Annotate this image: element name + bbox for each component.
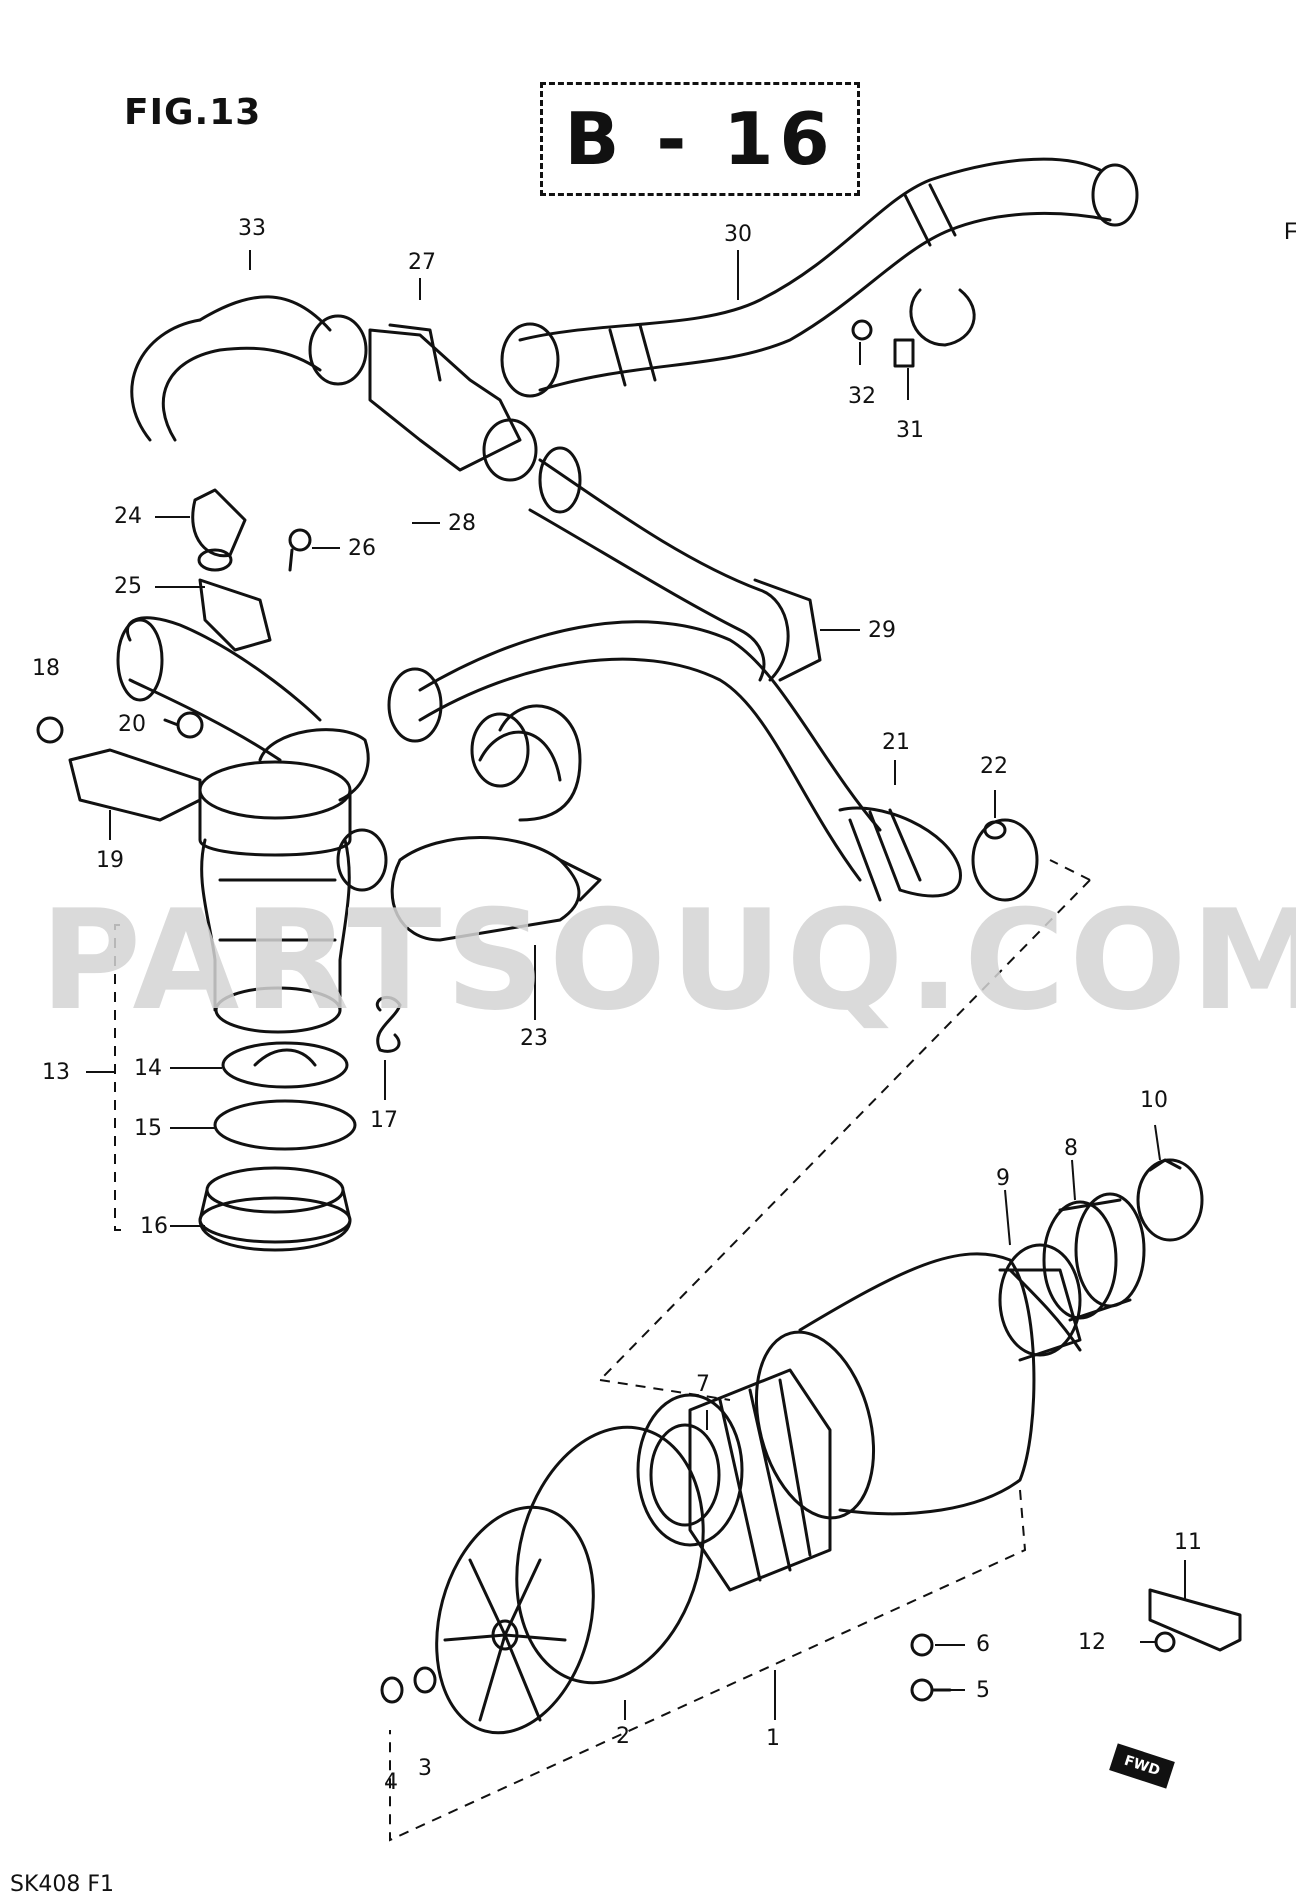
leader-9 <box>1004 1189 1011 1246</box>
hose-21 <box>387 620 962 902</box>
nut-6 <box>910 1633 934 1657</box>
part-number-2[interactable]: 2 <box>616 1724 630 1749</box>
part-number-25[interactable]: 25 <box>114 574 142 599</box>
clamp-22 <box>971 818 1039 902</box>
part-number-3[interactable]: 3 <box>418 1756 432 1781</box>
part-number-27[interactable]: 27 <box>408 250 436 275</box>
clamp-31 <box>851 288 976 368</box>
part-number-28[interactable]: 28 <box>448 511 476 536</box>
part-number-23[interactable]: 23 <box>520 1026 548 1051</box>
part-number-8[interactable]: 8 <box>1064 1136 1078 1161</box>
part-number-24[interactable]: 24 <box>114 504 142 529</box>
part-number-11[interactable]: 11 <box>1174 1530 1202 1555</box>
part-number-13[interactable]: 13 <box>42 1060 70 1085</box>
bracket-19 <box>68 748 202 822</box>
hose-upper-left <box>116 616 322 762</box>
outlet-9 <box>998 1243 1082 1362</box>
part-number-33[interactable]: 33 <box>238 216 266 241</box>
part-number-10[interactable]: 10 <box>1140 1088 1168 1113</box>
bracket-25 <box>198 578 272 652</box>
gasket-2 <box>515 1425 705 1685</box>
screw-12 <box>1154 1631 1176 1653</box>
part-number-22[interactable]: 22 <box>980 754 1008 779</box>
part-number-26[interactable]: 26 <box>348 536 376 561</box>
part-number-5[interactable]: 5 <box>976 1678 990 1703</box>
bolt-26 <box>288 528 312 572</box>
drawing-code: SK408 F1 <box>10 1872 115 1897</box>
part-number-4[interactable]: 4 <box>384 1770 398 1795</box>
part-number-20[interactable]: 20 <box>118 712 146 737</box>
screw-18 <box>36 716 64 744</box>
dash-filter-to-hose <box>599 879 1091 1381</box>
part-number-31[interactable]: 31 <box>896 418 924 443</box>
part-number-32[interactable]: 32 <box>848 384 876 409</box>
air-cleaner-body <box>754 1252 1082 1520</box>
dash-element-ref <box>599 1379 731 1401</box>
part-number-19[interactable]: 19 <box>96 848 124 873</box>
dash-filter-to-hose-2 <box>1049 859 1091 881</box>
bolt-20 <box>163 711 204 739</box>
figure-title: FIG.13 <box>124 92 262 133</box>
part-number-16[interactable]: 16 <box>140 1214 168 1239</box>
element-7 <box>636 1368 832 1592</box>
boot-8 <box>1042 1192 1146 1322</box>
cleaner-cap <box>435 1505 595 1735</box>
leader-8 <box>1071 1159 1076 1201</box>
hose-33 <box>130 295 368 442</box>
connector-27 <box>368 323 538 482</box>
bracket-11 <box>1148 1588 1242 1652</box>
part-number-18[interactable]: 18 <box>32 656 60 681</box>
dash-main-group <box>389 1489 1027 1842</box>
part-number-21[interactable]: 21 <box>882 730 910 755</box>
part-number-17[interactable]: 17 <box>370 1108 398 1133</box>
clamp-10 <box>1136 1158 1204 1242</box>
corner-mark: F <box>1284 218 1296 245</box>
part-number-9[interactable]: 9 <box>996 1166 1010 1191</box>
clamp-24 <box>191 488 247 572</box>
clip-17 <box>376 995 402 1053</box>
washer-4 <box>380 1676 404 1704</box>
part-number-7[interactable]: 7 <box>696 1372 710 1397</box>
part-number-1[interactable]: 1 <box>766 1726 780 1751</box>
section-badge: B - 16 <box>540 82 860 196</box>
air-cleaner-cover-13 <box>198 728 388 1034</box>
ring-15 <box>213 1099 357 1151</box>
hose-23 <box>390 704 602 942</box>
leader-10 <box>1154 1124 1161 1161</box>
part-number-6[interactable]: 6 <box>976 1632 990 1657</box>
part-number-15[interactable]: 15 <box>134 1116 162 1141</box>
bracket-line-13 <box>114 924 125 1231</box>
hose-29 <box>528 446 822 682</box>
part-number-30[interactable]: 30 <box>724 222 752 247</box>
part-number-14[interactable]: 14 <box>134 1056 162 1081</box>
hose-30 <box>500 157 1139 398</box>
case-16 <box>198 1166 352 1252</box>
part-number-29[interactable]: 29 <box>868 618 896 643</box>
valve-14 <box>221 1041 349 1089</box>
nut-3 <box>413 1666 437 1694</box>
part-number-12[interactable]: 12 <box>1078 1630 1106 1655</box>
